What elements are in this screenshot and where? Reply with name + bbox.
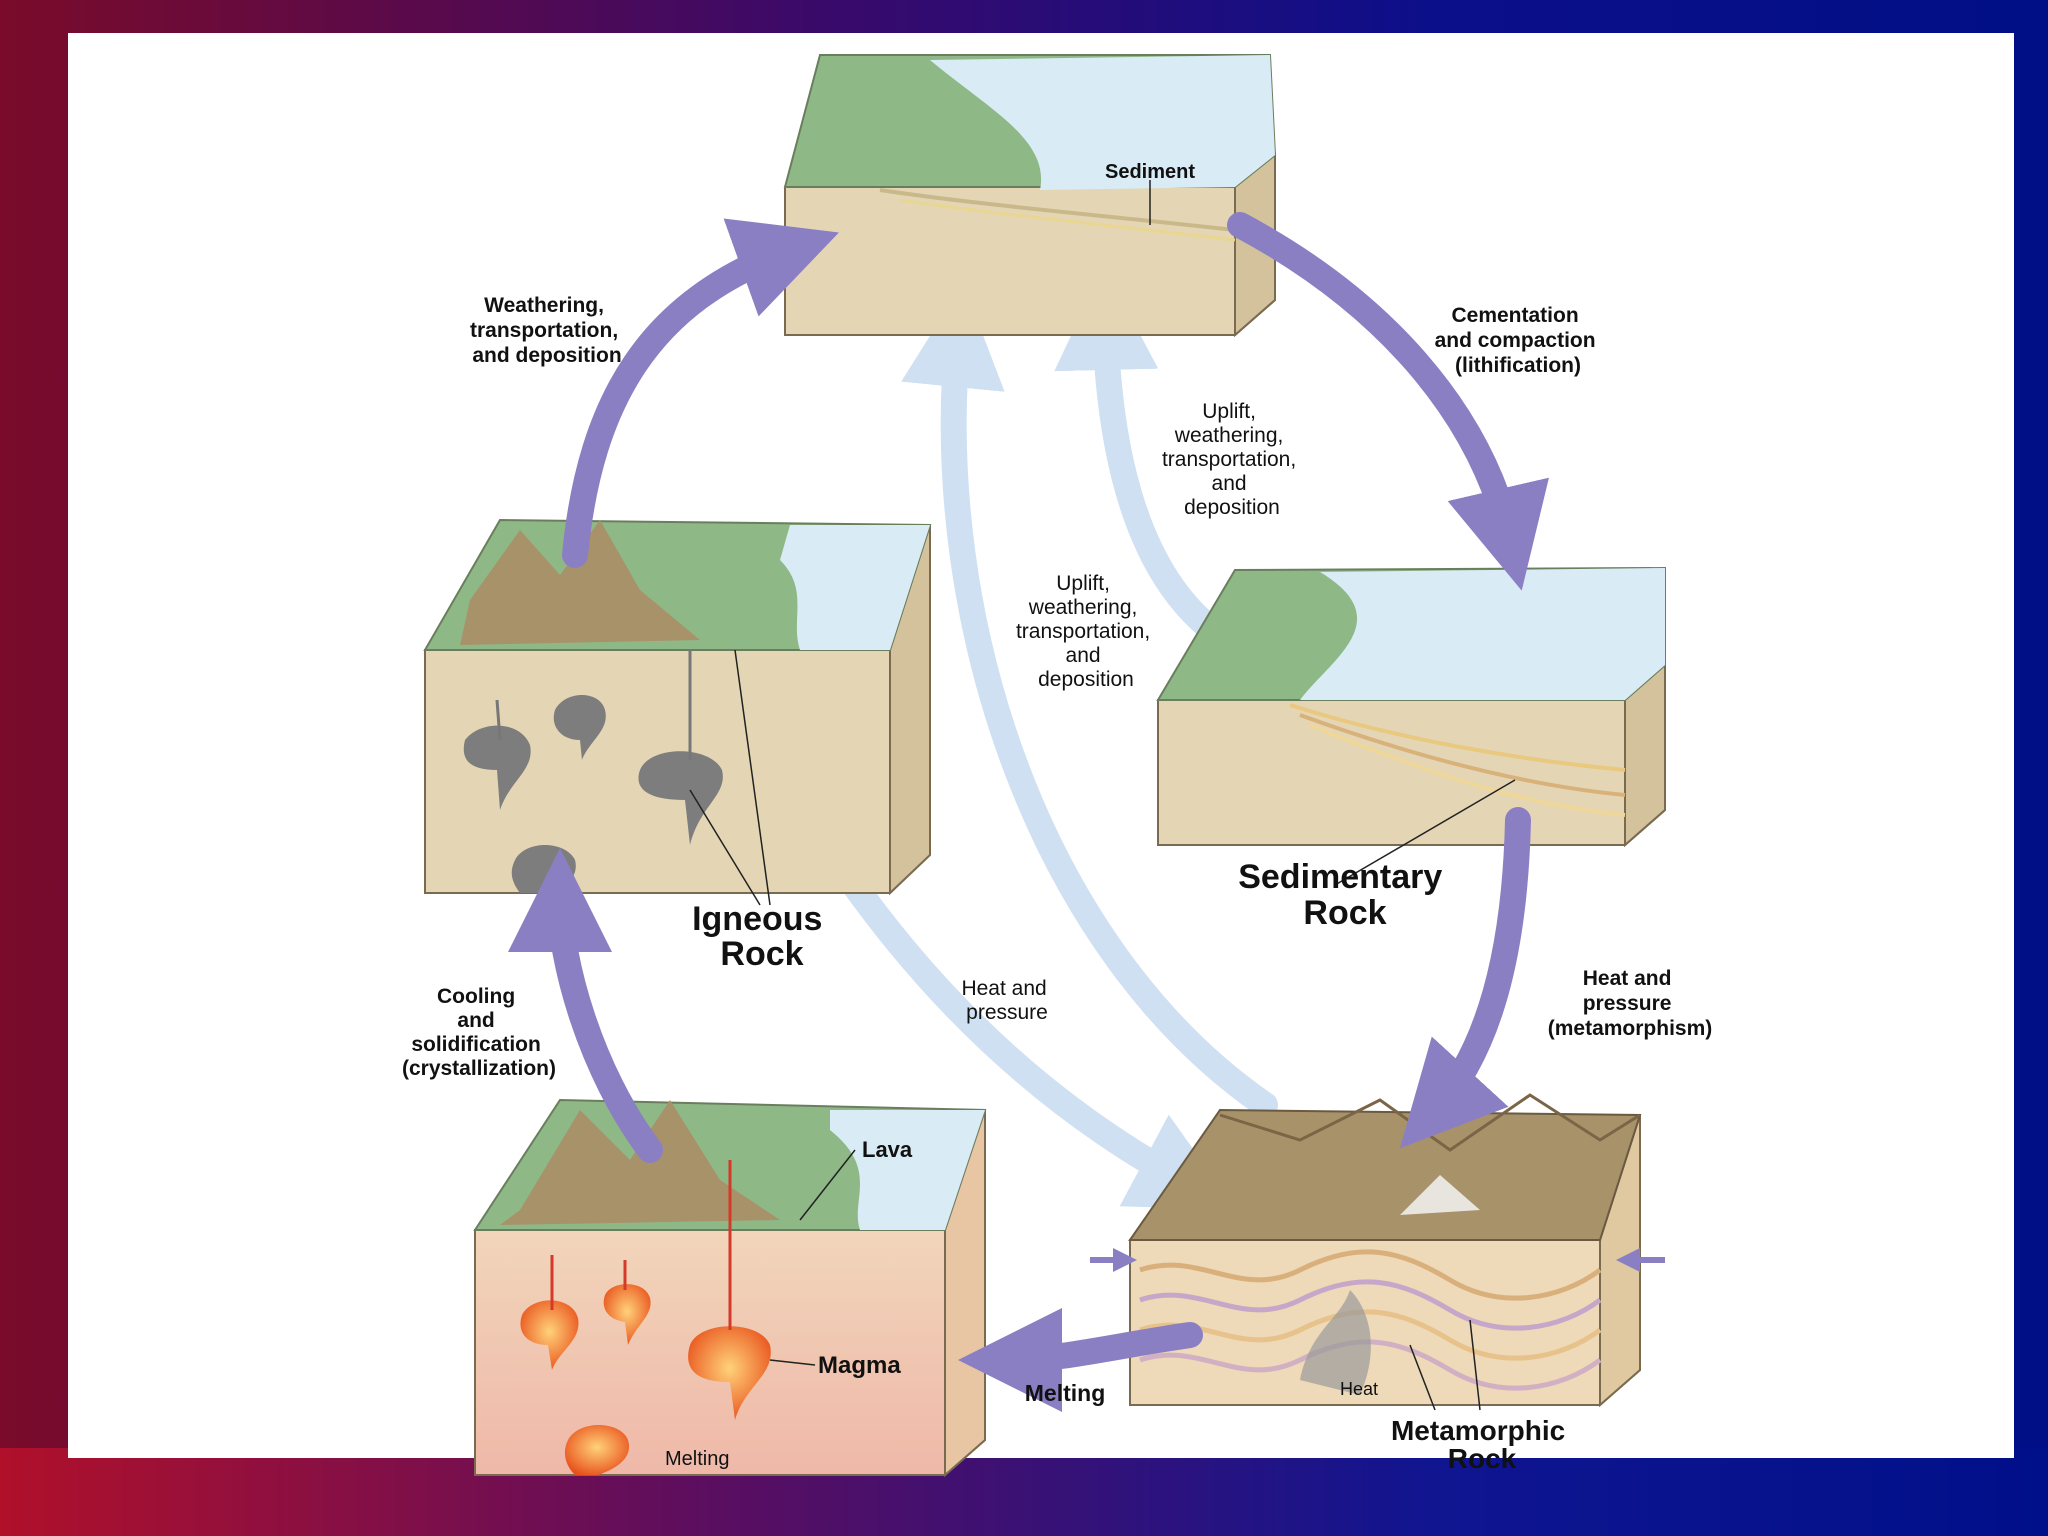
sedimentary-rock-label: Sedimentary Rock	[1238, 858, 1452, 932]
melting-inner-label: Melting	[665, 1448, 729, 1470]
metamorphism-arrow	[1399, 807, 1531, 1149]
melting-arrow	[958, 1307, 1203, 1412]
heat-pressure-light-label: Heat and pressure	[961, 977, 1052, 1024]
sedimentary-block	[1156, 566, 1666, 848]
uplift-label-center: Uplift, weathering, transportation, and …	[1016, 572, 1156, 691]
metamorphic-rock-label: Metamorphic Rock	[1391, 1415, 1573, 1474]
igneous-block	[423, 518, 932, 896]
primary-arrows	[508, 212, 1549, 1412]
metamorphic-block	[1090, 1093, 1665, 1408]
sediment-label: Sediment	[1105, 161, 1195, 183]
cooling-label: Cooling and solidification (crystallizat…	[402, 985, 556, 1080]
heat-inner-label: Heat	[1340, 1379, 1378, 1399]
uplift-arrow-center	[901, 283, 1278, 1118]
igneous-rock-label: Igneous Rock	[692, 900, 832, 973]
magma-block	[473, 1098, 987, 1478]
melting-label: Melting	[1025, 1380, 1106, 1406]
pointer-lines	[689, 180, 1516, 1411]
lava-label: Lava	[862, 1137, 913, 1162]
slide-bottom-strip	[0, 1448, 2048, 1536]
magma-label: Magma	[818, 1352, 901, 1379]
cooling-arrow	[508, 848, 663, 1163]
heat-pressure-meta-label: Heat and pressure (metamorphism)	[1548, 967, 1713, 1040]
weathering-arrow	[562, 218, 839, 568]
cementation-label: Cementation and compaction (lithificatio…	[1435, 304, 1602, 377]
weathering-label: Weathering, transportation, and depositi…	[470, 294, 624, 367]
sediment-block	[783, 54, 1277, 338]
uplift-label-right: Uplift, weathering, transportation, and …	[1162, 400, 1302, 519]
heat-pressure-arrow-light	[817, 837, 1236, 1210]
cementation-arrow	[1227, 212, 1549, 591]
